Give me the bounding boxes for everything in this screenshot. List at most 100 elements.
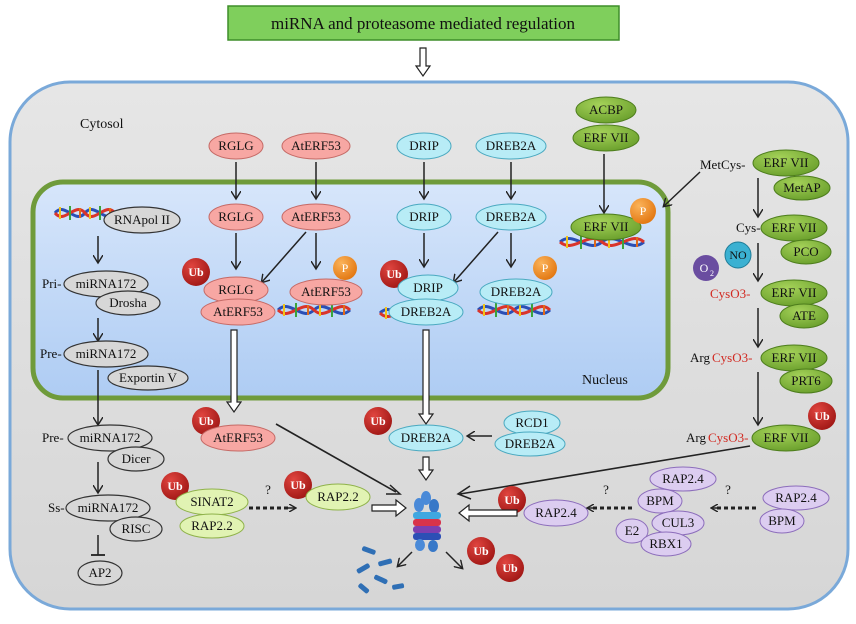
rbx1-node: RBX1: [640, 531, 692, 557]
svg-text:AtERF53: AtERF53: [291, 209, 341, 224]
svg-text:ERF VII: ERF VII: [772, 285, 817, 300]
title-arrow: [414, 47, 432, 78]
svg-text:Ub: Ub: [290, 478, 306, 492]
svg-text:P: P: [342, 261, 349, 275]
svg-text:Ub: Ub: [167, 479, 183, 493]
aterf53-cytoplasm-node: AtERF53: [200, 424, 276, 452]
ub-released-1: Ub: [467, 537, 495, 565]
svg-text:Arg: Arg: [686, 430, 706, 445]
ub-rap24: Ub: [498, 486, 526, 514]
no-node: NO: [724, 241, 752, 269]
arrow-aterf53-proteasome-line: [275, 423, 397, 493]
ub-sinat2: Ub: [161, 472, 189, 500]
arrow-aterf53-complex: [262, 231, 307, 282]
pco-node: PCO: [780, 239, 832, 265]
svg-text:MetAP: MetAP: [783, 180, 821, 195]
erfvii-cyso3-node: ERF VII: [760, 279, 828, 307]
svg-text:PRT6: PRT6: [791, 373, 821, 388]
dreb2a-complex-node: DREB2A: [388, 298, 464, 326]
bpm-complex-node: BPM: [637, 488, 683, 514]
svg-text:NO: NO: [729, 248, 747, 262]
svg-text:Ub: Ub: [370, 414, 386, 428]
svg-text:miRNA172: miRNA172: [80, 430, 141, 445]
pri-prefix: Pri-: [42, 276, 62, 291]
svg-text:miRNA172: miRNA172: [78, 500, 139, 515]
bpm-free-node: BPM: [759, 508, 805, 534]
svg-text:RGLG: RGLG: [218, 282, 253, 297]
svg-text:DREB2A: DREB2A: [486, 138, 537, 153]
arrow-erfvii-proteasome-line: [459, 445, 751, 495]
dna-helix-4: [476, 303, 552, 317]
inhibition-ap2: [91, 535, 105, 556]
dreb2a-rcd1-node: DREB2A: [494, 431, 566, 457]
svg-text:Ub: Ub: [473, 544, 489, 558]
erfvii-nuc-node: ERF VII: [570, 213, 642, 241]
svg-text:ATE: ATE: [792, 308, 816, 323]
svg-text:DREB2A: DREB2A: [486, 209, 537, 224]
argcyso3-label-2: Arg CysO3-: [686, 430, 748, 445]
arrow-rap22-proteasome: [371, 498, 407, 518]
svg-text:Ub: Ub: [502, 561, 518, 575]
e2-node: E2: [615, 518, 649, 544]
rap22-sinat2-node: RAP2.2: [179, 513, 245, 539]
question-mark-1: ?: [265, 482, 271, 497]
arrow-dreb2a-proteasome: [417, 456, 435, 482]
phosphate-erfvii: P: [630, 198, 656, 224]
svg-text:ERF VII: ERF VII: [772, 220, 817, 235]
arrow-erfvii-proteasome-head: [456, 485, 472, 500]
svg-text:RISC: RISC: [122, 521, 151, 536]
rap24-complex-node: RAP2.4: [649, 466, 717, 492]
svg-text:ACBP: ACBP: [589, 102, 623, 117]
arrow-aterf53-proteasome-head: [386, 484, 402, 495]
mirna172-pre-node: miRNA172: [63, 340, 149, 368]
rglg-complex-node: RGLG: [203, 276, 269, 304]
rglg-cyto-node: RGLG: [208, 132, 264, 160]
svg-text:Ub: Ub: [504, 493, 520, 507]
dreb2a-cytoplasm-node: DREB2A: [388, 424, 464, 452]
aterf53-complex-node: AtERF53: [200, 298, 276, 326]
svg-text:DREB2A: DREB2A: [401, 304, 452, 319]
erfvii-ub-node: ERF VII: [751, 424, 821, 452]
svg-text:ERF VII: ERF VII: [772, 350, 817, 365]
ap2-node: AP2: [77, 560, 123, 586]
drip-cyto-node: DRIP: [396, 132, 452, 160]
arrow-aterf53-export: [225, 329, 243, 414]
rnapol-node: RNApol II: [103, 206, 181, 234]
arrow-dreb2a-export: [417, 329, 435, 426]
dreb2a-nuc-node: DREB2A: [475, 203, 547, 231]
ub-rglg: Ub: [182, 258, 210, 286]
svg-text:BPM: BPM: [768, 513, 796, 528]
svg-text:RGLG: RGLG: [218, 138, 253, 153]
erfvii-metcys-node: ERF VII: [752, 149, 820, 177]
svg-text:Ub: Ub: [188, 265, 204, 279]
svg-text:E2: E2: [625, 523, 639, 538]
svg-text:RBX1: RBX1: [649, 536, 682, 551]
svg-text:CUL3: CUL3: [662, 515, 695, 530]
svg-text:AtERF53: AtERF53: [301, 284, 351, 299]
svg-text:RAP2.2: RAP2.2: [191, 518, 233, 533]
svg-text:RNApol II: RNApol II: [114, 212, 170, 227]
svg-text:ERF VII: ERF VII: [584, 130, 629, 145]
svg-text:RCD1: RCD1: [515, 415, 548, 430]
phosphate-dreb2a: P: [533, 256, 557, 280]
mirna172-cyto-node: miRNA172: [67, 424, 153, 452]
svg-text:CysO3-: CysO3-: [712, 350, 752, 365]
svg-text:BPM: BPM: [646, 493, 674, 508]
svg-text:DRIP: DRIP: [409, 209, 439, 224]
cyso3-prefix-1: CysO3-: [710, 286, 750, 301]
svg-text:O: O: [700, 261, 709, 275]
rcd1-node: RCD1: [503, 410, 561, 436]
ub-dreb2a: Ub: [364, 407, 392, 435]
svg-text:miRNA172: miRNA172: [76, 276, 137, 291]
cul3-node: CUL3: [651, 510, 705, 536]
svg-text:RAP2.4: RAP2.4: [535, 505, 577, 520]
cytosol-label: Cytosol: [80, 117, 124, 132]
ub-released-2: Ub: [496, 554, 524, 582]
aterf53-nuc-node: AtERF53: [281, 203, 351, 231]
proteasome-icon: [413, 491, 441, 552]
svg-text:RAP2.4: RAP2.4: [775, 490, 817, 505]
arrow-proteasome-ub: [445, 551, 462, 568]
svg-text:2: 2: [710, 269, 714, 278]
svg-text:ERF VII: ERF VII: [584, 219, 629, 234]
